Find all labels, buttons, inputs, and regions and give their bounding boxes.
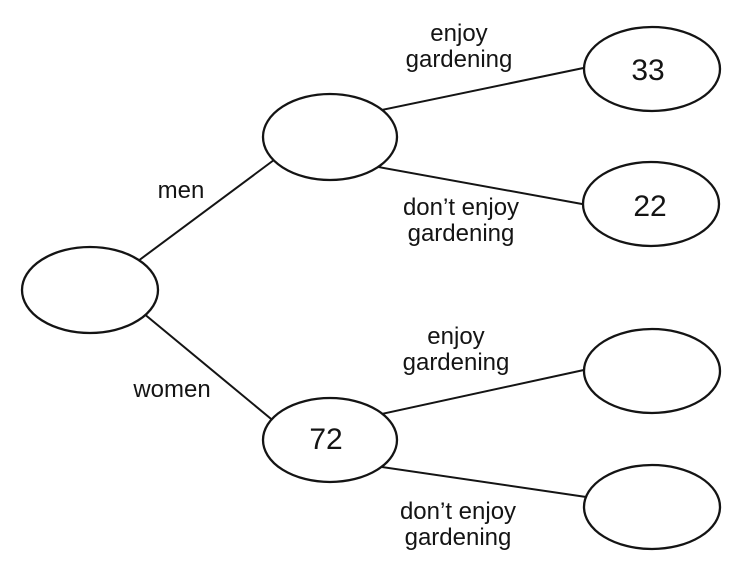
- node-men: [261, 92, 399, 182]
- branch-line-women-enjoy: [376, 367, 594, 416]
- branch-label-women: women: [133, 376, 211, 403]
- branch-line-men-dont-enjoy: [372, 165, 594, 207]
- node-women-dont-enjoy: [582, 463, 722, 551]
- branch-label-men-dont-enjoy: don’t enjoy gardening: [403, 195, 519, 247]
- node-women: [261, 396, 399, 484]
- branch-label-line2: gardening: [404, 524, 512, 551]
- node-root: [20, 245, 160, 335]
- branch-label-line1: don’t enjoy: [399, 498, 517, 525]
- branch-label-women-dont-enjoy: don’t enjoy gardening: [400, 499, 516, 551]
- node-value-women: 72: [309, 423, 343, 456]
- branch-label-line2: gardening: [402, 349, 510, 376]
- node-men-dont-enjoy: [581, 160, 721, 248]
- branch-label-line1: don’t enjoy: [402, 194, 520, 221]
- branch-label-men-enjoy: enjoy gardening: [406, 21, 513, 73]
- branch-line-men-enjoy: [371, 65, 594, 113]
- node-men-enjoy: [582, 25, 722, 113]
- branch-label-line2: gardening: [407, 220, 515, 247]
- branch-label-women-enjoy: enjoy gardening: [403, 324, 510, 376]
- branch-line-women-dont-enjoy: [374, 465, 594, 499]
- node-value-men-enjoy: 33: [631, 54, 665, 87]
- node-women-enjoy: [582, 327, 722, 415]
- branch-label-line1: enjoy: [427, 323, 485, 350]
- branch-label-line2: gardening: [405, 46, 513, 73]
- node-value-men-dont-enjoy: 22: [633, 190, 667, 223]
- branch-line-root-men: [133, 153, 283, 265]
- branch-label-line1: enjoy: [430, 20, 488, 47]
- branch-line-root-women: [136, 307, 277, 424]
- branch-label-men: men: [157, 177, 205, 204]
